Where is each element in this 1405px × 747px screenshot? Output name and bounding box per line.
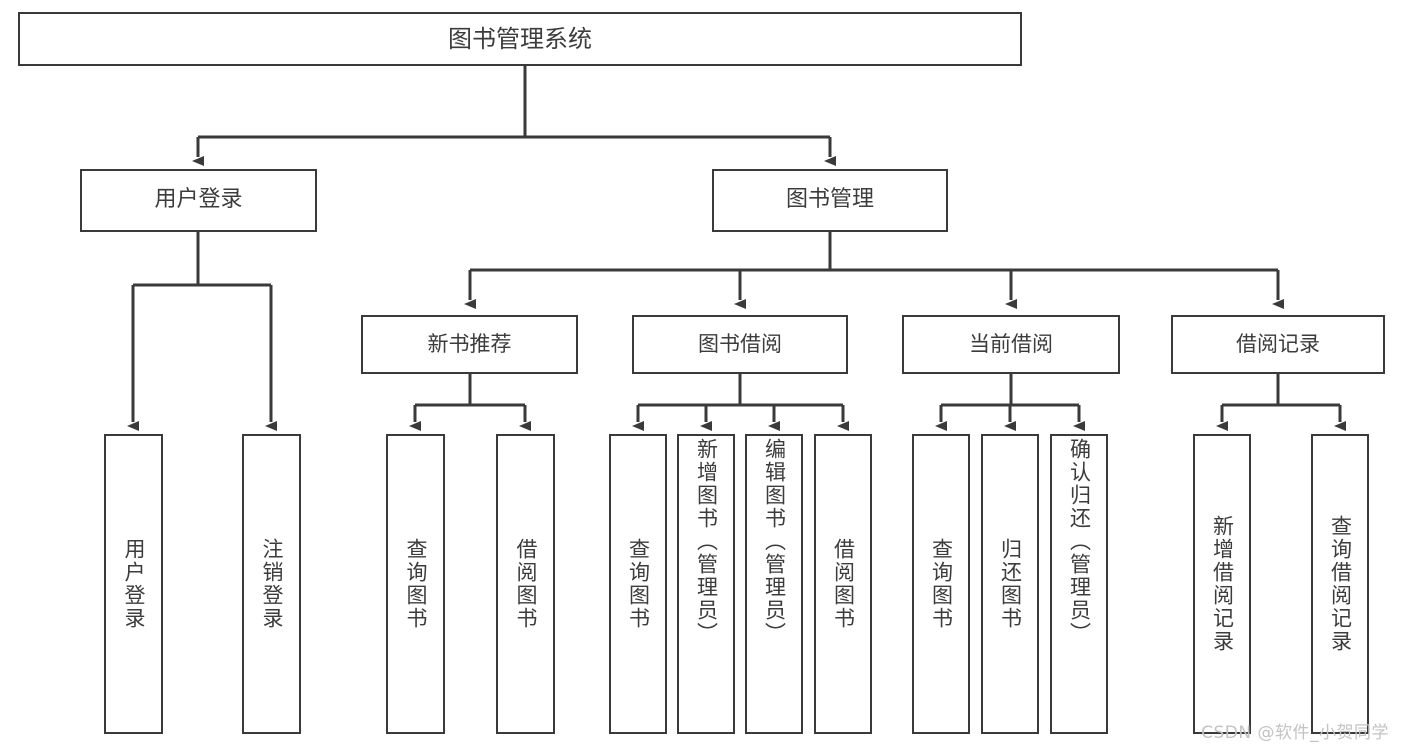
node-leaf-confirm-return-admin[interactable]: 确认归还（管理员） [1050, 434, 1108, 734]
node-book-borrowing[interactable]: 图书借阅 [632, 315, 848, 374]
node-leaf-add-borrow-record[interactable]: 新增借阅记录 [1193, 434, 1251, 734]
node-label: 借阅图书 [514, 538, 538, 630]
node-leaf-add-book-admin[interactable]: 新增图书（管理员） [677, 434, 735, 734]
node-leaf-borrow-books-new[interactable]: 借阅图书 [496, 434, 555, 734]
node-leaf-query-books-current[interactable]: 查询图书 [912, 434, 970, 734]
node-new-book-recommendation[interactable]: 新书推荐 [361, 315, 578, 374]
node-label: 编辑图书（管理员） [762, 438, 787, 645]
node-label: 借阅记录 [1236, 331, 1320, 356]
node-leaf-borrow-books[interactable]: 借阅图书 [814, 434, 872, 734]
node-borrowing-records[interactable]: 借阅记录 [1171, 315, 1385, 374]
node-leaf-return-books[interactable]: 归还图书 [981, 434, 1039, 734]
node-label: 图书管理系统 [448, 24, 592, 53]
node-leaf-user-login[interactable]: 用户登录 [104, 434, 163, 734]
node-label: 注销登录 [260, 538, 284, 630]
node-label: 新增图书（管理员） [694, 438, 719, 645]
node-label: 当前借阅 [969, 331, 1053, 356]
node-label: 查询图书 [929, 538, 954, 630]
node-current-borrowing[interactable]: 当前借阅 [902, 315, 1120, 374]
node-label: 新书推荐 [427, 331, 512, 356]
node-label: 图书借阅 [698, 331, 782, 356]
node-user-login[interactable]: 用户登录 [80, 169, 317, 232]
node-book-management[interactable]: 图书管理 [712, 169, 948, 232]
node-leaf-logout[interactable]: 注销登录 [242, 434, 301, 734]
node-root-book-management-system[interactable]: 图书管理系统 [18, 12, 1022, 66]
node-leaf-edit-book-admin[interactable]: 编辑图书（管理员） [745, 434, 803, 734]
node-label: 查询图书 [626, 538, 651, 630]
node-label: 查询图书 [404, 538, 428, 630]
node-label: 查询借阅记录 [1328, 515, 1353, 653]
node-leaf-query-borrow-record[interactable]: 查询借阅记录 [1311, 434, 1369, 734]
watermark-csdn: CSDN @软件_小贺同学 [1201, 723, 1389, 743]
node-label: 确认归还（管理员） [1067, 438, 1092, 645]
node-label: 借阅图书 [831, 538, 856, 630]
node-leaf-query-books-new[interactable]: 查询图书 [386, 434, 445, 734]
node-label: 用户登录 [154, 187, 243, 213]
node-label: 新增借阅记录 [1210, 515, 1235, 653]
node-leaf-query-books-borrow[interactable]: 查询图书 [609, 434, 667, 734]
node-label: 图书管理 [785, 187, 874, 213]
node-label: 用户登录 [122, 538, 146, 630]
node-label: 归还图书 [998, 538, 1023, 630]
